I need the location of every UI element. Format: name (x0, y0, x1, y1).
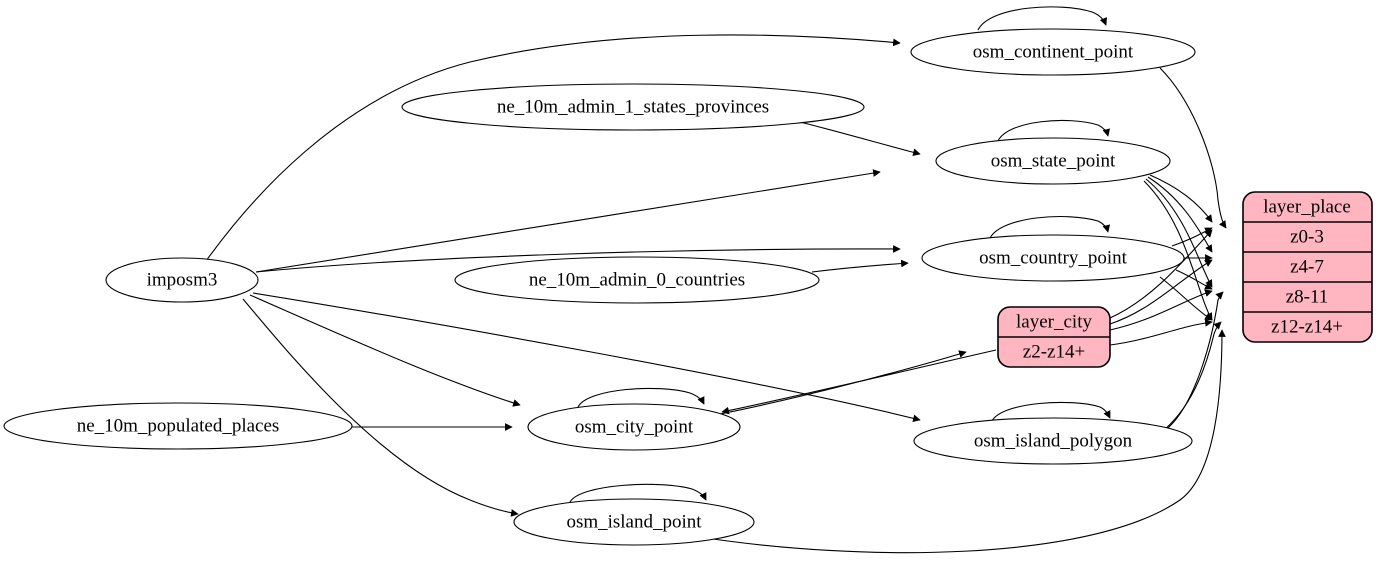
node-ne-10m-populated-places[interactable]: ne_10m_populated_places (3, 402, 353, 450)
edge-ne-states-to-osm-state-point (799, 121, 921, 157)
edge-osm-state-point-to-layer-place-z0-3 (1149, 174, 1213, 223)
node-label-imposm3: imposm3 (147, 269, 218, 290)
record-layer-place[interactable]: layer_place z0-3 z4-7 z8-11 z12-z14+ (1242, 191, 1373, 343)
node-osm-state-point[interactable]: osm_state_point (935, 137, 1171, 185)
edge-imposm3-to-osm-country-point (255, 245, 901, 273)
record-row-layer-city-title: layer_city (1016, 311, 1092, 332)
node-osm-country-point[interactable]: osm_country_point (921, 234, 1185, 282)
node-label-ne-states: ne_10m_admin_1_states_provinces (497, 96, 769, 117)
record-row-layer-place-title: layer_place (1263, 196, 1351, 217)
node-osm-island-point[interactable]: osm_island_point (513, 498, 755, 546)
record-row-layer-place-z8-11[interactable]: z8-11 (1286, 286, 1329, 307)
edge-osm-state-point-to-layer-place-z4-7 (1147, 176, 1213, 253)
node-label-osm-state-point: osm_state_point (991, 150, 1116, 171)
edge-layer-city-to-layer-place-z0-3 (1109, 229, 1213, 319)
record-row-layer-place-z0-3[interactable]: z0-3 (1290, 226, 1324, 247)
edge-self-loop-osm-state-point (997, 119, 1111, 142)
edge-layer (205, 6, 1227, 554)
node-osm-island-polygon[interactable]: osm_island_polygon (913, 417, 1193, 465)
edge-layer-city-to-layer-place-z8-11 (1109, 289, 1213, 331)
node-label-osm-continent-point: osm_continent_point (973, 41, 1134, 62)
edge-osm-island-point-to-layer-place-z12-z14 (699, 329, 1226, 554)
node-osm-city-point[interactable]: osm_city_point (527, 403, 741, 451)
record-row-layer-place-z4-7[interactable]: z4-7 (1290, 256, 1324, 277)
edge-layer-city-to-layer-place-z12-z14 (1109, 319, 1213, 346)
node-ne-10m-admin-0-countries[interactable]: ne_10m_admin_0_countries (454, 256, 820, 304)
edge-imposm3-to-osm-island-point (242, 298, 519, 517)
edge-self-loop-osm-island-point (569, 483, 707, 503)
edge-self-loop-osm-continent-point (977, 6, 1107, 31)
node-ne-10m-admin-1-states-provinces[interactable]: ne_10m_admin_1_states_provinces (401, 83, 865, 131)
edge-imposm3-to-osm-state-point (255, 169, 881, 273)
edge-layer-city-to-layer-place-z4-7 (1109, 259, 1213, 325)
edge-ne-countries-to-osm-country-point (811, 259, 909, 273)
edge-osm-country-point-to-layer-place-z12-z14 (1159, 276, 1213, 321)
edge-layer-city-to-osm-city-point (721, 349, 997, 415)
record-row-layer-place-z12-z14[interactable]: z12-z14+ (1271, 316, 1343, 337)
node-label-ne-populated: ne_10m_populated_places (77, 415, 280, 436)
node-label-osm-island-polygon: osm_island_polygon (974, 430, 1133, 451)
edge-osm-city-point-to-layer-city-z2-z14 (719, 350, 967, 415)
edge-imposm3-to-osm-city-point (249, 294, 521, 407)
node-label-osm-island-point: osm_island_point (566, 511, 702, 532)
edge-imposm3-to-osm-continent-point (205, 34, 901, 262)
node-layer: imposm3 ne_10m_admin_1_states_provinces … (3, 28, 1196, 546)
edge-self-loop-osm-country-point (989, 215, 1111, 239)
record-layer-city[interactable]: layer_city z2-z14+ (997, 306, 1111, 368)
edge-osm-country-point-to-layer-place-z8-11 (1175, 269, 1213, 290)
edge-osm-state-point-to-layer-place-z8-11 (1145, 178, 1213, 288)
node-osm-continent-point[interactable]: osm_continent_point (910, 28, 1196, 76)
record-layer: layer_place z0-3 z4-7 z8-11 z12-z14+ lay… (997, 191, 1373, 368)
edge-imposm3-to-osm-island-polygon (252, 292, 921, 423)
record-row-layer-city-z2-z14[interactable]: z2-z14+ (1023, 341, 1085, 362)
edge-self-loop-osm-city-point (577, 387, 705, 408)
edge-osm-island-polygon-to-layer-place-z12-z14 (1163, 321, 1222, 431)
node-imposm3[interactable]: imposm3 (105, 257, 259, 303)
edge-osm-state-point-to-layer-place-z12-z14 (1143, 180, 1213, 321)
node-label-ne-countries: ne_10m_admin_0_countries (529, 269, 745, 290)
edge-self-loop-osm-island-polygon (991, 401, 1111, 422)
node-label-osm-country-point: osm_country_point (979, 247, 1127, 268)
node-label-osm-city-point: osm_city_point (575, 416, 694, 437)
edge-osm-island-polygon-to-layer-place-z8-11 (1167, 291, 1224, 429)
edge-osm-continent-point-to-layer-place-z0-3 (1159, 67, 1227, 229)
